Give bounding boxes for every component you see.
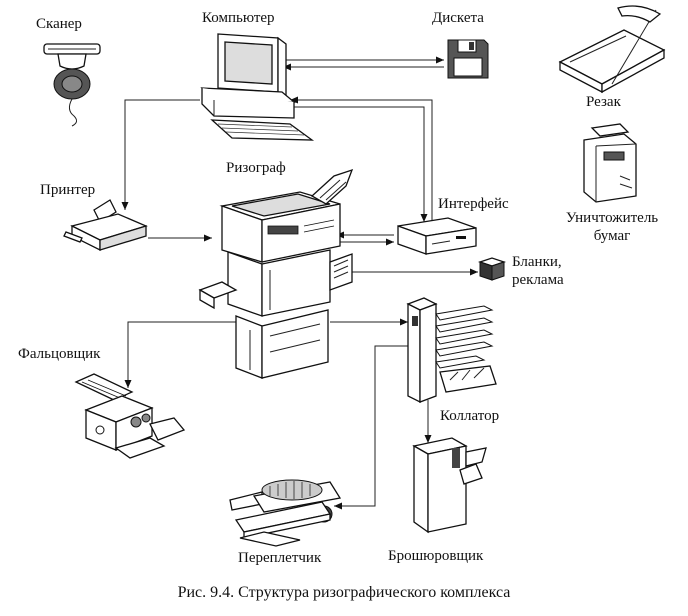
diskette-label: Дискета — [432, 10, 484, 26]
connection-lines — [121, 56, 478, 510]
cutter-icon — [560, 6, 664, 92]
forms-label-line2: реклама — [512, 272, 564, 288]
scanner-icon — [44, 44, 100, 126]
interface-label: Интерфейс — [438, 196, 509, 212]
collator-icon — [408, 298, 496, 402]
figure-caption: Рис. 9.4. Структура ризографического ком… — [177, 584, 511, 601]
printer-label: Принтер — [40, 182, 96, 198]
connector-computer-to-interface — [290, 107, 428, 222]
connector-interface-to-computer — [290, 96, 432, 220]
printer-icon — [64, 200, 146, 250]
shredder-icon — [584, 124, 636, 202]
computer-label: Компьютер — [202, 10, 275, 26]
connector-computer-to-printer — [121, 100, 200, 210]
collator-label: Коллатор — [440, 408, 500, 424]
folder-label: Фальцовщик — [18, 346, 101, 362]
shredder-label-line2: бумаг — [593, 228, 631, 244]
cutter-label: Резак — [586, 94, 621, 110]
scanner-label: Сканер — [36, 16, 82, 32]
risograph-icon — [200, 170, 352, 378]
computer-icon — [202, 34, 312, 140]
forms-label-line1: Бланки, — [512, 254, 562, 270]
risograph-label: Ризограф — [226, 160, 286, 176]
binder-label: Переплетчик — [238, 550, 322, 566]
forms-stack-icon — [480, 258, 504, 280]
folder-machine-icon — [76, 374, 184, 458]
interface-icon — [398, 218, 476, 254]
connector-collator-to-binder — [334, 346, 410, 510]
stapler-label: Брошюровщик — [388, 548, 484, 564]
diskette-icon — [448, 40, 488, 78]
stapler-icon — [414, 438, 486, 532]
shredder-label-line1: Уничтожитель — [565, 210, 659, 226]
binder-icon — [230, 480, 340, 546]
connector-risograph-to-folder — [124, 322, 240, 388]
